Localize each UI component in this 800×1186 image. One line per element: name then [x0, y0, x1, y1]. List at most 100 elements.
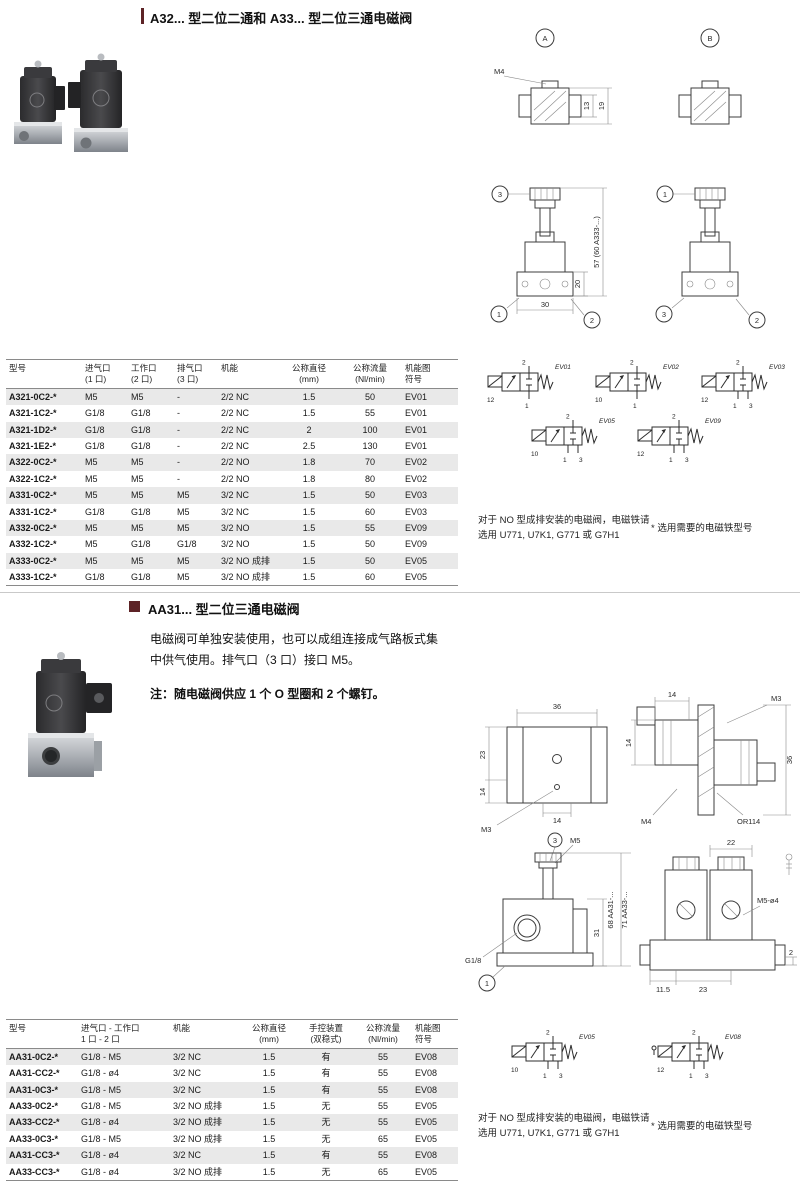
table-cell: A322-0C2-*: [9, 457, 57, 468]
table-cell: AA31-0C2-*: [9, 1052, 59, 1063]
table-cell: 有: [321, 1052, 331, 1063]
port-label-top: 2: [692, 1030, 696, 1037]
column-header: 型号: [6, 358, 82, 390]
table-cell: 1.5: [262, 1133, 276, 1144]
table-cell: 130: [362, 441, 378, 452]
dim-g18: G1/8: [465, 956, 481, 965]
table-cell: EV05: [415, 1117, 438, 1128]
table-cell: -: [177, 408, 180, 419]
table-cell: 2: [306, 424, 312, 435]
port-label-top: 2: [736, 360, 740, 367]
table-cell: M5: [85, 539, 98, 550]
table-cell: G1/8: [131, 424, 151, 435]
table-cell: M5: [177, 555, 190, 566]
table-cell: 1.5: [302, 555, 316, 566]
table-cell: 100: [362, 424, 378, 435]
table-cell: EV09: [405, 522, 428, 533]
port-label-1: 1: [543, 1073, 547, 1080]
table-cell: G1/8: [131, 506, 151, 517]
table-cell: G1/8 - ø4: [81, 1068, 120, 1079]
table-cell: G1/8: [85, 441, 105, 452]
section-divider: [0, 592, 800, 593]
table-cell: A333-0C2-*: [9, 555, 57, 566]
port-label-top: 2: [546, 1030, 550, 1037]
table-cell: M5: [85, 392, 98, 403]
table-cell: 3/2 NO 成排: [170, 1163, 240, 1181]
dim-36-right: 36: [785, 756, 794, 764]
symbol-name: EV05: [599, 418, 615, 425]
column-header: 工作口 (2 口): [128, 358, 174, 390]
table-cell: G1/8 - ø4: [81, 1150, 120, 1161]
table-cell: 1.5: [262, 1101, 276, 1112]
dimension-drawing-aa31: 36 23 14 14 M3 3 M5 14 M3 14 36: [465, 690, 797, 994]
table-cell: EV01: [405, 441, 428, 452]
table-cell: 无: [321, 1117, 331, 1128]
callout-a-left: 1: [497, 310, 501, 319]
column-header: 进气口 - 工作口 1 口 - 2 口: [78, 1018, 170, 1050]
section2-title: AA31... 型二位三通电磁阀: [148, 602, 300, 617]
table-cell: 无: [298, 1163, 354, 1181]
symbol-name: EV03: [769, 364, 785, 371]
table-cell: 3/2 NC: [221, 490, 250, 501]
pilot-label: 10: [531, 451, 539, 458]
dim-m3-front: M3: [481, 825, 491, 834]
note-solenoid-selection-1: * 选用需要的电磁铁型号: [651, 523, 753, 534]
table-cell: 1.8: [302, 473, 316, 484]
table-cell: 1.5: [302, 490, 316, 501]
table-cell: 有: [321, 1150, 331, 1161]
aa31-manifold-view: [639, 856, 786, 971]
callout-b-right: 2: [755, 316, 759, 325]
table-cell: 80: [364, 473, 375, 484]
table-cell: 3/2 NC: [173, 1150, 202, 1161]
table-cell: 1.5: [302, 408, 316, 419]
table-cell: G1/8: [131, 408, 151, 419]
port-label-3: 3: [579, 457, 583, 464]
column-header: 公称流量 (Nl/min): [338, 358, 402, 390]
note-no-valves-2: 对于 NO 型成排安装的电磁阀，电磁铁请选用 U771, U7K1, G771 …: [478, 1113, 650, 1139]
column-header: 型号: [6, 1018, 78, 1050]
table-cell: EV05: [412, 1163, 458, 1181]
a32-a33-spec-table: 型号进气口 (1 口)工作口 (2 口)排气口 (3 口)机能公称直径 (mm)…: [6, 358, 458, 587]
table-cell: M5: [177, 490, 190, 501]
table-cell: G1/8: [128, 568, 174, 587]
table-cell: 3/2 NO 成排: [173, 1101, 223, 1112]
port-label-1: 1: [689, 1073, 693, 1080]
table-cell: 1.5: [262, 1052, 276, 1063]
dim-2: 2: [789, 948, 793, 957]
side-view-a: [518, 80, 582, 125]
table-cell: EV08: [415, 1052, 438, 1063]
dim-36-top: 36: [553, 702, 561, 711]
table-cell: M5: [85, 522, 98, 533]
section1-title: A32... 型二位二通和 A33... 型二位三通电磁阀: [150, 11, 413, 26]
table-cell: EV05: [405, 555, 428, 566]
table-cell: AA33-CC2-*: [9, 1117, 60, 1128]
table-cell: M5: [131, 392, 144, 403]
table-cell: 55: [364, 522, 375, 533]
port-label-3: 3: [559, 1073, 563, 1080]
aa31-valve-view: [496, 852, 594, 967]
table-cell: 55: [377, 1150, 388, 1161]
table-cell: 55: [377, 1068, 388, 1079]
aa31-side-view: [636, 704, 776, 816]
symbol-name: EV05: [579, 1034, 595, 1041]
table-cell: M5: [131, 555, 144, 566]
table-cell: 3/2 NO 成排: [221, 555, 271, 566]
table-cell: A321-1E2-*: [9, 441, 57, 452]
section1-title-bar: [141, 8, 144, 24]
table-cell: 65: [354, 1163, 412, 1181]
table-cell: 1.5: [302, 522, 316, 533]
dim-19: 19: [597, 102, 606, 110]
front-view-a: [516, 187, 574, 297]
callout-1: 1: [485, 979, 489, 988]
table-cell: G1/8: [131, 539, 151, 550]
dim-31: 31: [592, 929, 601, 937]
